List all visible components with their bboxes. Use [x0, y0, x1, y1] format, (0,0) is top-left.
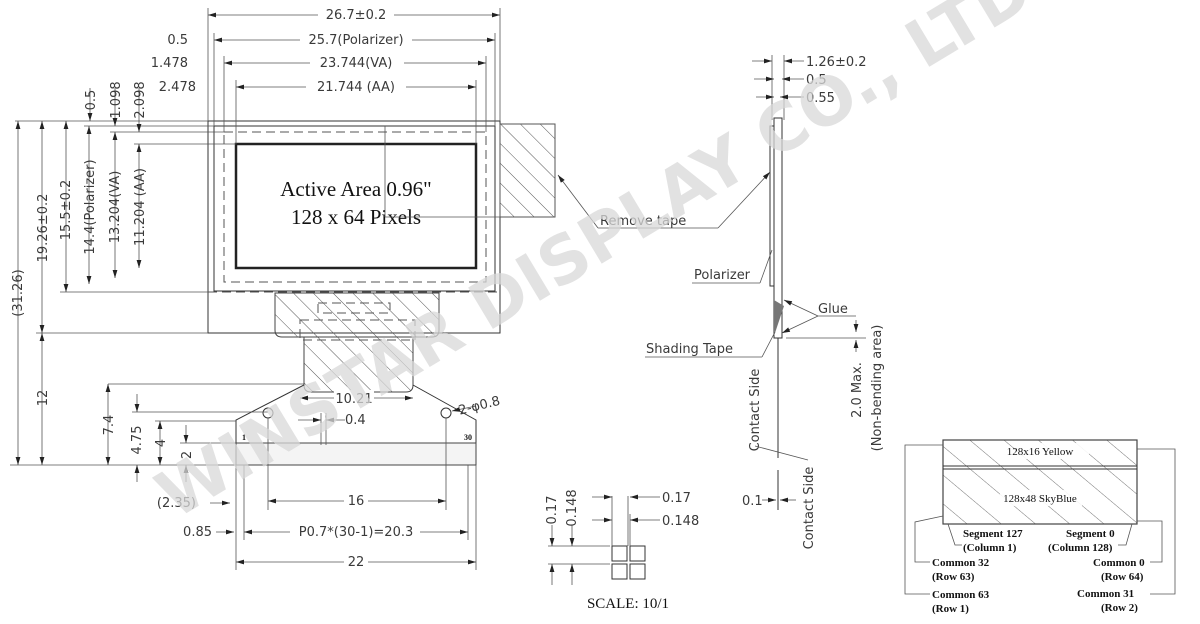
- segment-0-label: Segment 0: [1066, 528, 1115, 540]
- skyblue-region-label: 128x48 SkyBlue: [1003, 493, 1077, 505]
- dim-top-offset-polarizer: 0.5: [84, 90, 99, 111]
- row-2-label: (Row 2): [1101, 602, 1138, 614]
- dim-layer-b: 0.55: [806, 91, 835, 106]
- dim-fpc-length: 12: [36, 390, 51, 407]
- dim-top-offset-aa: 2.098: [133, 81, 148, 118]
- dim-polarizer-width: 25.7(Polarizer): [308, 33, 403, 48]
- fpc-pins: [235, 442, 477, 466]
- mounting-hole-right: [440, 407, 452, 419]
- common-31-label: Common 31: [1077, 588, 1134, 600]
- column-128-label: (Column 128): [1048, 542, 1113, 554]
- dim-fpc-a: 7.4: [102, 415, 117, 436]
- polarizer-outline: [213, 125, 496, 292]
- dim-pixel-size-v: 0.148: [565, 489, 580, 526]
- dim-offset-va: 1.478: [151, 56, 188, 71]
- dim-offset-085: 0.85: [183, 525, 212, 540]
- active-area: [234, 142, 478, 270]
- remove-tape-tab: [499, 123, 556, 218]
- pin-30-label: 30: [464, 433, 472, 442]
- yellow-region-label: 128x16 Yellow: [1007, 446, 1074, 458]
- fpc-hatched: [274, 292, 440, 393]
- glue-label: Glue: [818, 302, 848, 317]
- dim-fpc-c: 4: [154, 439, 169, 447]
- common-63-label: Common 63: [932, 589, 990, 601]
- non-bending-dim: 2.0 Max.: [850, 362, 865, 418]
- side-view: 1.26±0.2 0.5 0.55 Remove tape Polarizer …: [557, 55, 885, 550]
- common-32-label: Common 32: [932, 557, 990, 569]
- dim-offset-aa: 2.478: [159, 80, 196, 95]
- pin-1-label: 1: [242, 433, 246, 442]
- dim-fpc-thickness: 0.1: [742, 494, 763, 509]
- dim-pixel-pitch-v: 0.17: [545, 496, 560, 525]
- non-bending-note: (Non-bending area): [870, 325, 885, 452]
- dim-pixel-size-h: 0.148: [662, 514, 699, 529]
- dim-layer-a: 0.5: [806, 73, 827, 88]
- dim-offset-235: (2.35): [157, 496, 196, 511]
- dim-mounting-holes: 2-φ0.8: [457, 394, 502, 419]
- dim-va-width: 23.744(VA): [320, 56, 393, 71]
- dim-fpc-b: 4.75: [130, 426, 145, 455]
- dim-offset-polarizer: 0.5: [167, 33, 188, 48]
- dim-aa-width: 21.744 (AA): [317, 80, 395, 95]
- dim-fpc-total-width: 22: [348, 555, 365, 570]
- dim-outline-width: 26.7±0.2: [326, 8, 387, 23]
- dim-pin-width: 0.4: [345, 413, 366, 428]
- shading-tape-label: Shading Tape: [646, 342, 733, 357]
- dim-total-height: (31.26): [11, 269, 26, 316]
- column-1-label: (Column 1): [963, 542, 1017, 554]
- dim-fpc-d: 2: [180, 451, 195, 459]
- dim-aa-height: 11.204 (AA): [133, 168, 148, 246]
- dim-pin-pitch: P0.7*(30-1)=20.3: [299, 525, 414, 540]
- dim-top-offset-va: 1.098: [109, 81, 124, 118]
- va-outline: [223, 131, 487, 283]
- contact-side-label-1: Contact Side: [748, 369, 763, 452]
- dim-glass-height: 15.5±0.2: [59, 180, 74, 241]
- color-map: 128x16 Yellow 128x48 SkyBlue Segment 127…: [904, 439, 1176, 615]
- dim-module-height: 19.26±0.2: [36, 194, 51, 263]
- dim-pixel-pitch-h: 0.17: [662, 491, 691, 506]
- row-64-label: (Row 64): [1101, 571, 1144, 583]
- dim-thickness: 1.26±0.2: [806, 55, 867, 70]
- row-63-label: (Row 63): [932, 571, 975, 583]
- remove-tape-label: Remove tape: [600, 214, 686, 229]
- dim-fpc-neck: 10.21: [335, 392, 372, 407]
- dim-hole-spacing: 16: [348, 494, 365, 509]
- contact-side-label-2: Contact Side: [802, 467, 817, 550]
- polarizer-label: Polarizer: [694, 268, 751, 283]
- segment-127-label: Segment 127: [963, 528, 1023, 540]
- dim-polarizer-height: 14.4(Polarizer): [83, 159, 98, 254]
- scale-label: SCALE: 10/1: [587, 596, 669, 612]
- pixel-detail: 0.17 0.148 0.17 0.148 SCALE: 10/1: [545, 489, 699, 612]
- active-area-label: Active Area 0.96": [280, 177, 431, 201]
- common-0-label: Common 0: [1093, 557, 1145, 569]
- row-1-label: (Row 1): [932, 603, 969, 615]
- dim-va-height: 13.204(VA): [108, 171, 123, 244]
